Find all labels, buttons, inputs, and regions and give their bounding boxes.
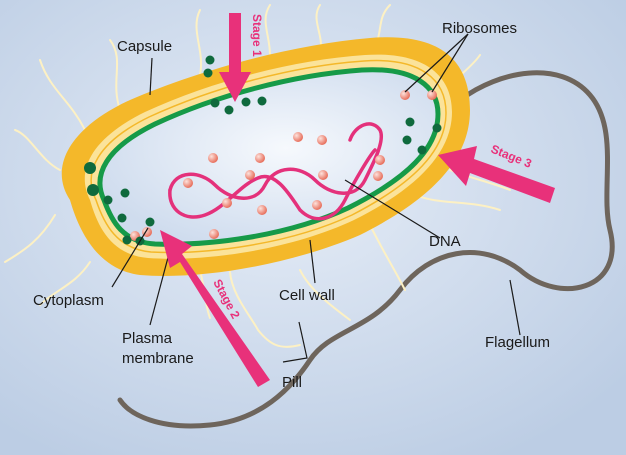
plasma-membrane-label-line2: membrane xyxy=(122,350,194,367)
cytoplasm-label: Cytoplasm xyxy=(33,292,104,309)
flagellum xyxy=(117,70,615,429)
stage-2-arrow xyxy=(160,230,270,387)
stage-3-arrow xyxy=(438,146,555,203)
ribosomes-pink xyxy=(130,90,437,241)
capsule-label: Capsule xyxy=(117,38,173,55)
cell-wall-label: Cell wall xyxy=(279,287,335,304)
leader-lines xyxy=(111,33,521,363)
ribosomes-dark xyxy=(84,55,442,246)
stage-1-label: Stage 1 xyxy=(250,14,264,57)
plasma-membrane-label-line1: Plasma xyxy=(122,330,173,347)
pili-label: Pill xyxy=(282,374,303,391)
ribosomes-label: Ribosomes xyxy=(442,20,518,37)
dna-strand xyxy=(168,122,383,221)
dna-label: DNA xyxy=(429,233,461,250)
flagellum-label: Flagellum xyxy=(485,334,551,351)
stage-1-arrow xyxy=(219,13,251,102)
